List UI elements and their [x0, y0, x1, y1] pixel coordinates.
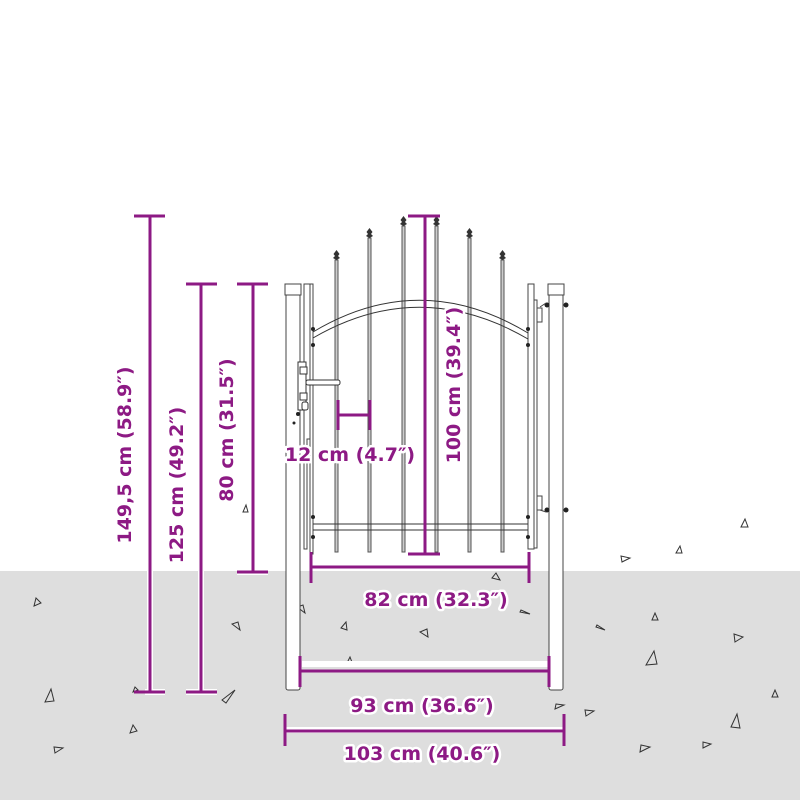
dimension-lines-accent [134, 214, 566, 746]
rail-bolts [311, 327, 530, 539]
gate-frame [303, 283, 538, 555]
pickets [334, 225, 505, 553]
picket-spacing-label: 12 cm (4.7″) [285, 444, 415, 466]
gate-side-height-label: 80 cm (31.5″) [216, 358, 238, 501]
left-post [284, 283, 302, 691]
post-height-label: 149,5 cm (58.9″) [114, 366, 136, 543]
gate-leaf-width-label: 82 cm (32.3″) [364, 589, 507, 611]
hinge-brackets [536, 302, 547, 513]
latch-handle-icon [297, 361, 341, 411]
overall-width-label: 103 cm (40.6″) [344, 743, 501, 765]
post-inner-width-label: 93 cm (36.6″) [350, 695, 493, 717]
right-post [547, 283, 565, 691]
center-height-label: 100 cm (39.4″) [443, 307, 465, 464]
hinge-bolts [292, 302, 569, 513]
bottom-rail [313, 523, 528, 531]
spear-finial-icon [333, 216, 506, 260]
ground-area [0, 571, 800, 800]
arch-rail [312, 299, 529, 340]
gate-height-label: 125 cm (49.2″) [166, 407, 188, 564]
